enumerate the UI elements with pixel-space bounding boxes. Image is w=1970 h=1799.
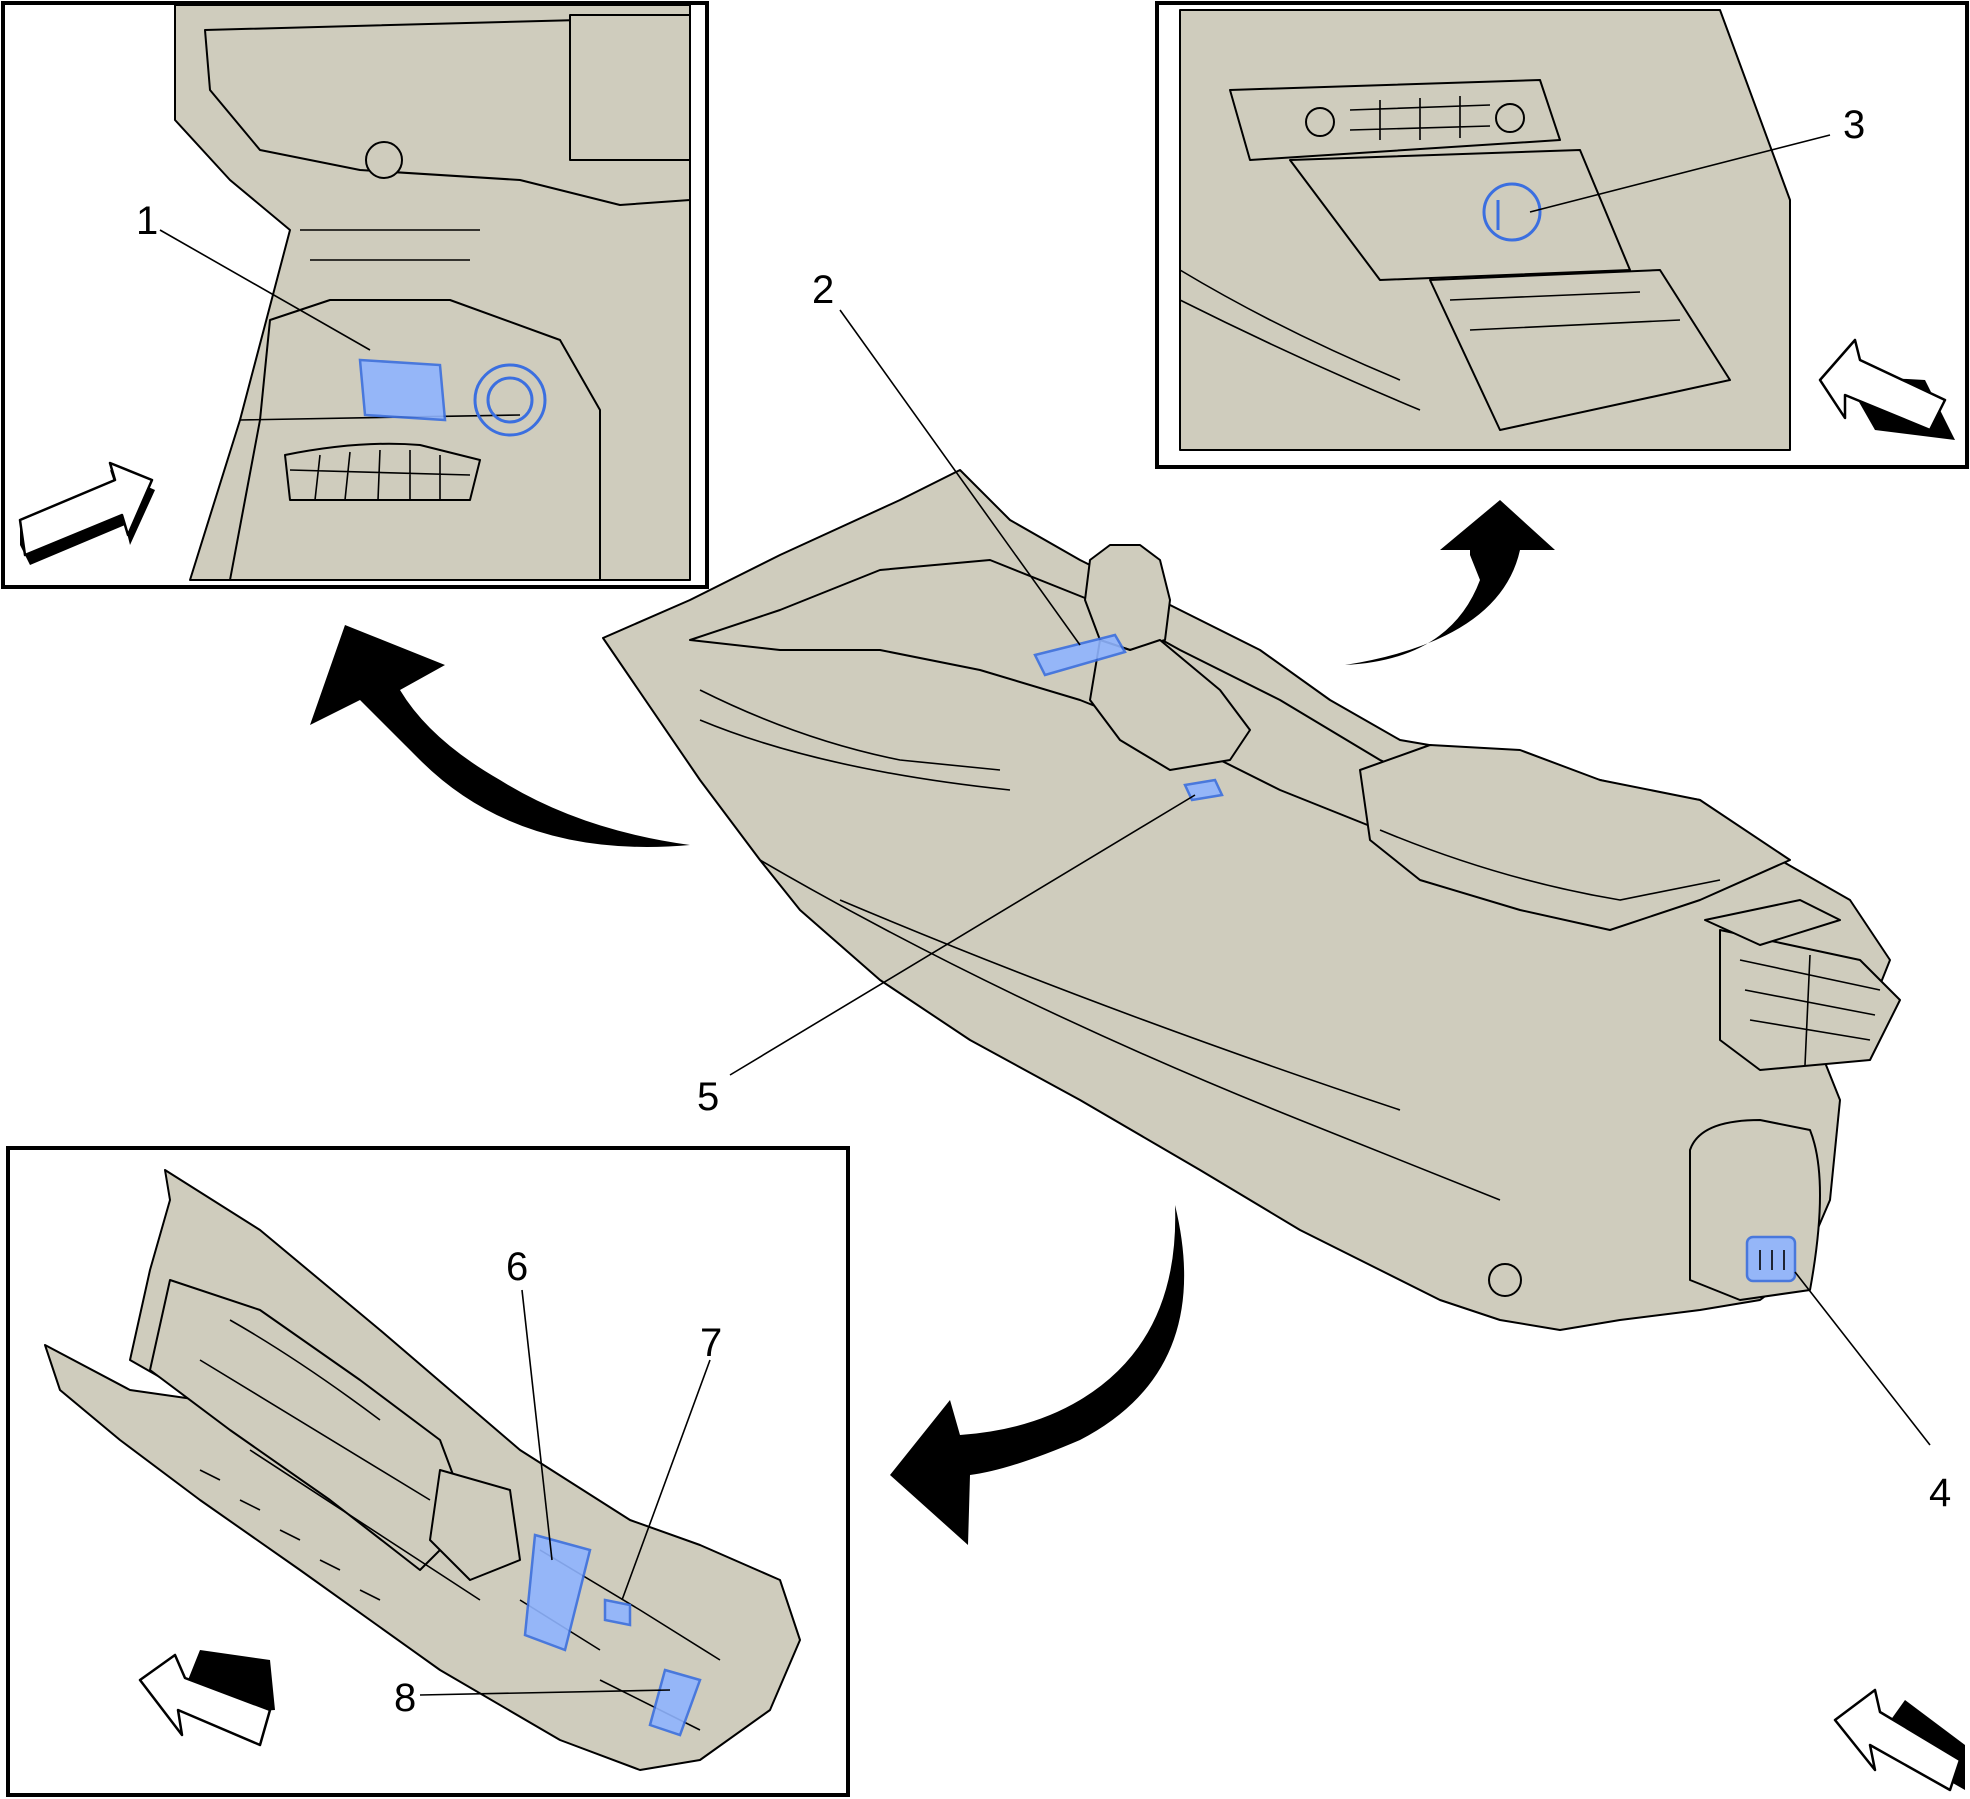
callout-5: 5 bbox=[697, 1075, 719, 1119]
callout-7: 7 bbox=[700, 1321, 722, 1365]
hl-part-4 bbox=[1745, 1235, 1797, 1283]
leader-7 bbox=[621, 1359, 711, 1601]
callout-6: 6 bbox=[506, 1245, 528, 1289]
inset-bottom-left-drawing bbox=[44, 1169, 801, 1771]
leader-8 bbox=[419, 1689, 671, 1696]
inset-top-right-drawing bbox=[1179, 9, 1791, 451]
center-console-main bbox=[602, 469, 1901, 1331]
curved-arrow-to-bottom-left-inset bbox=[890, 1205, 1185, 1545]
leader-1 bbox=[159, 229, 371, 351]
callout-1: 1 bbox=[136, 199, 158, 243]
leader-5 bbox=[729, 794, 1196, 1076]
leader-3 bbox=[1529, 134, 1831, 213]
curved-arrow-to-top-left-inset bbox=[310, 625, 690, 847]
inset-top-left-drawing bbox=[174, 5, 691, 581]
callout-2: 2 bbox=[812, 268, 834, 312]
hl-part-2 bbox=[1033, 633, 1127, 677]
curved-arrow-to-top-right-inset bbox=[1345, 500, 1555, 665]
view-arrow-bottom-left-inset bbox=[138, 1650, 275, 1747]
view-arrow-top-left-inset bbox=[18, 461, 155, 565]
callout-3: 3 bbox=[1843, 103, 1865, 147]
leader-6 bbox=[521, 1289, 553, 1561]
leader-2 bbox=[839, 309, 1081, 646]
leader-4 bbox=[1794, 1271, 1931, 1446]
view-arrow-main bbox=[1833, 1688, 1965, 1792]
callout-8: 8 bbox=[394, 1676, 416, 1720]
callout-4: 4 bbox=[1929, 1471, 1951, 1515]
view-arrow-top-right-inset bbox=[1818, 338, 1955, 440]
